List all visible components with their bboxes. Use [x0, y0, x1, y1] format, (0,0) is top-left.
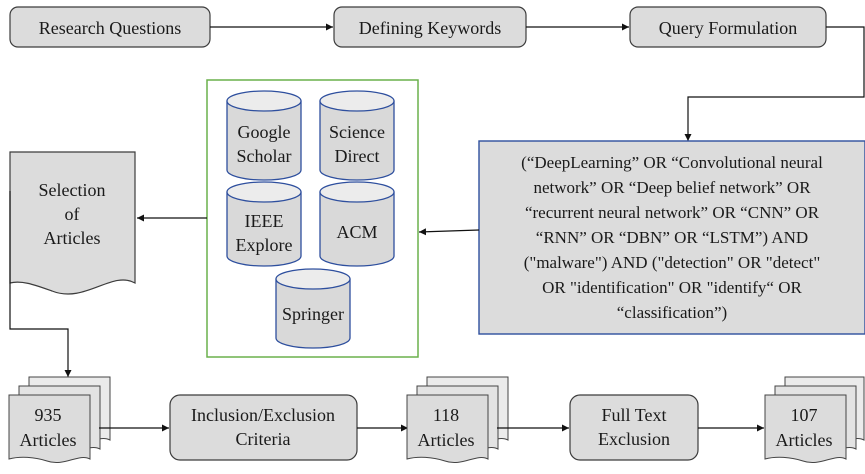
articles-935-count: 935: [35, 405, 62, 425]
science-direct-line-2: Direct: [335, 146, 380, 166]
research-questions-label: Research Questions: [39, 18, 181, 38]
google-scholar-database: Google Scholar: [226, 90, 302, 181]
inclusion-line-1: Inclusion/Exclusion: [191, 405, 335, 425]
search-string-line-6: OR "identification" OR "identify“ OR: [542, 278, 802, 297]
inclusion-line-2: Criteria: [236, 429, 291, 449]
search-string-line-1: (“DeepLearning” OR “Convolutional neural: [521, 153, 823, 172]
search-string-line-3: “recurrent neural network” OR “CNN” OR: [525, 203, 820, 222]
arrow-selection-to-935: [9, 191, 72, 377]
inclusion-exclusion-box: Inclusion/Exclusion Criteria: [169, 394, 358, 461]
arrow-query-to-search-string: [684, 26, 865, 141]
search-string-line-4: “RNN” OR “DBN” OR “LSTM”) AND: [536, 228, 808, 247]
ieee-explore-database: IEEE Explore: [226, 181, 302, 267]
google-scholar-line-2: Scholar: [237, 146, 292, 166]
full-text-exclusion-box: Full Text Exclusion: [569, 394, 699, 461]
articles-935-label: Articles: [20, 430, 77, 450]
defining-keywords-label: Defining Keywords: [359, 18, 501, 38]
query-formulation-box: Query Formulation: [629, 6, 827, 48]
google-scholar-line-1: Google: [238, 122, 291, 142]
search-string-box: (“DeepLearning” OR “Convolutional neural…: [478, 140, 865, 335]
full-text-line-2: Exclusion: [598, 429, 670, 449]
articles-935-stack: 935 Articles: [8, 376, 111, 463]
springer-label: Springer: [282, 304, 344, 324]
full-text-line-1: Full Text: [602, 405, 667, 425]
arrow-search-to-databases: [418, 228, 480, 236]
selection-line-1: Selection: [39, 180, 106, 200]
selection-line-2: of: [65, 204, 80, 224]
search-string-line-5: ("malware") AND ("detection" OR "detect": [524, 253, 821, 272]
search-string-line-7: “classification”): [617, 303, 727, 322]
articles-107-count: 107: [791, 405, 818, 425]
articles-107-label: Articles: [776, 430, 833, 450]
science-direct-line-1: Science: [329, 122, 385, 142]
articles-107-stack: 107 Articles: [764, 376, 865, 463]
ieee-explore-line-1: IEEE: [245, 211, 284, 231]
selection-line-3: Articles: [44, 228, 101, 248]
articles-118-label: Articles: [418, 430, 475, 450]
search-string-line-2: network” OR “Deep belief network” OR: [533, 178, 811, 197]
query-formulation-label: Query Formulation: [659, 18, 797, 38]
defining-keywords-box: Defining Keywords: [333, 6, 527, 48]
acm-label: ACM: [336, 222, 377, 242]
ieee-explore-line-2: Explore: [236, 235, 293, 255]
springer-database: Springer: [275, 268, 351, 349]
articles-118-count: 118: [433, 405, 459, 425]
acm-database: ACM: [319, 181, 395, 267]
selection-of-articles-box: Selection of Articles: [9, 151, 136, 295]
research-questions-box: Research Questions: [9, 6, 211, 48]
articles-118-stack: 118 Articles: [406, 376, 509, 463]
science-direct-database: Science Direct: [319, 90, 395, 181]
